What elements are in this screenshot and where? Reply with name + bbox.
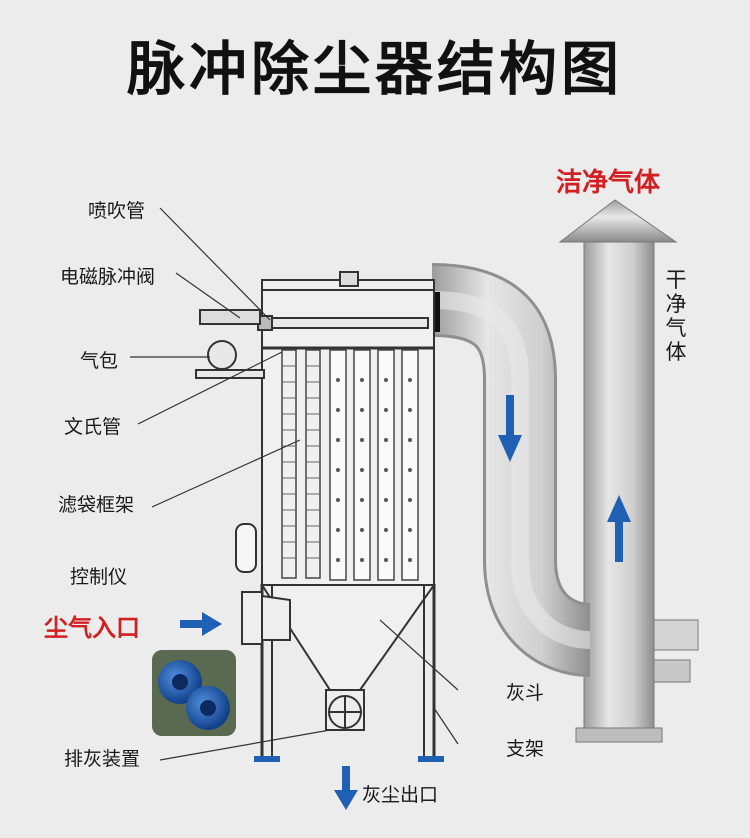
inlet-arrow [180,612,222,636]
label-pulse-valve: 电磁脉冲阀 [60,266,156,288]
diagram-title: 脉冲除尘器结构图 [126,35,623,103]
label-support: 支架 [506,738,545,760]
flow-arrow-down [498,395,522,462]
connecting-duct [426,263,592,677]
label-venturi: 文氏管 [64,416,122,438]
blow-pipe-assembly [195,309,429,379]
foot-left [254,756,280,762]
outlet-arrow [334,766,358,810]
discharger-photo [152,650,236,736]
label-ash-discharger: 排灰装置 [64,748,141,770]
label-air-bag: 气包 [80,350,119,372]
flow-arrow-up [607,495,631,562]
dust-inlet-flange [241,591,291,645]
label-controller: 控制仪 [70,566,128,588]
filter-bags [281,349,419,581]
outlet-stack [558,199,699,743]
label-dry-clean-gas: 干净气体 [665,268,687,364]
controller-box [235,523,257,573]
label-dust-outlet: 灰尘出口 [362,784,439,806]
label-ash-hopper: 灰斗 [506,682,545,704]
label-bag-frame: 滤袋框架 [58,494,135,516]
label-clean-gas: 洁净气体 [556,168,661,198]
leader-lines [130,207,459,761]
ash-discharger [325,689,365,731]
foot-right [418,756,444,762]
label-blow-pipe: 喷吹管 [88,200,146,222]
label-dust-inlet: 尘气入口 [44,614,140,642]
